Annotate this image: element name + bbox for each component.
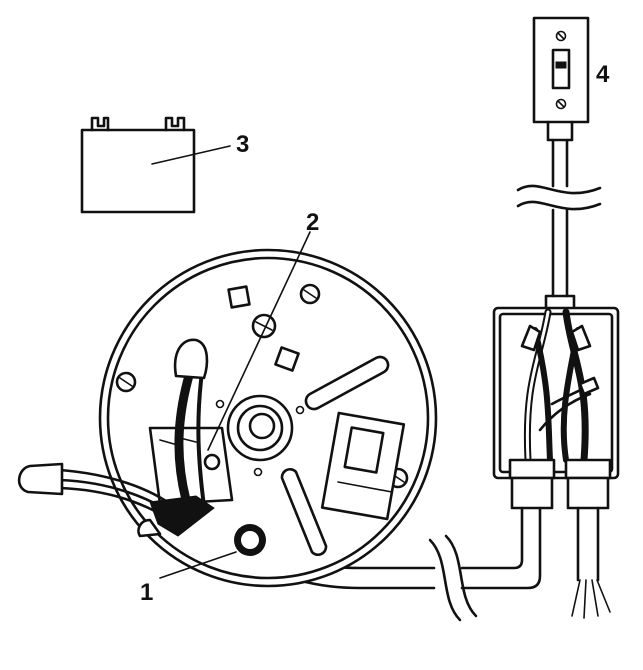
junction-box (492, 306, 620, 510)
wall-switch (516, 16, 602, 312)
callout-1: 1 (140, 579, 153, 606)
motor-leads (17, 338, 215, 537)
callout-4: 4 (596, 61, 610, 88)
motor-end-plate (98, 248, 438, 588)
leader-lines (151, 145, 311, 579)
capacitor (80, 116, 196, 214)
callout-3: 3 (236, 131, 249, 158)
cable-grommet (234, 524, 266, 556)
supply-cable (571, 506, 611, 619)
callout-2: 2 (306, 209, 319, 236)
